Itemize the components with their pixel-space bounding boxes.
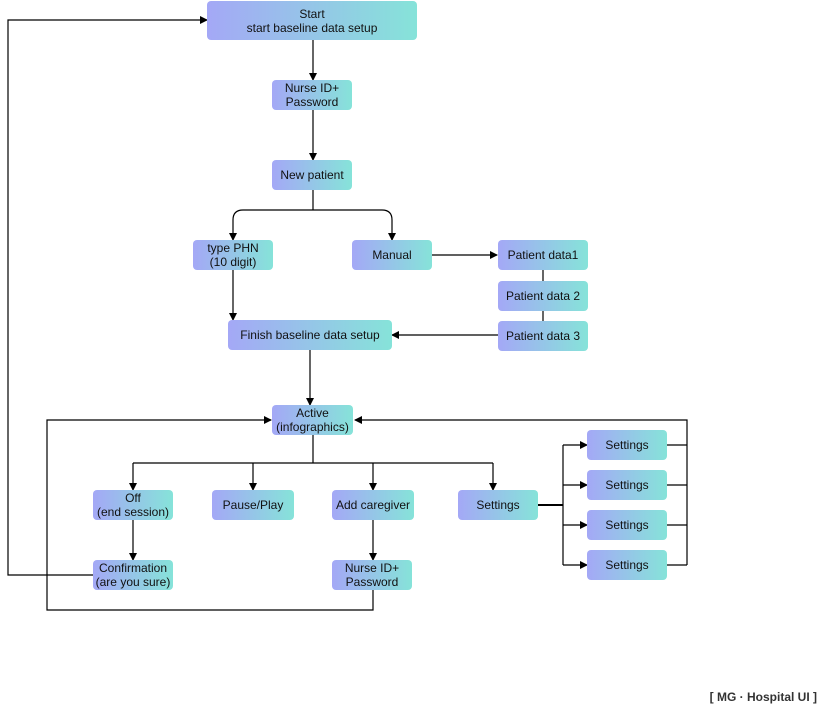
patient-data3-node-label: Patient data 3 [505, 329, 581, 343]
start-node-title: Start [299, 6, 325, 21]
patient-data1-node-label: Patient data1 [507, 248, 579, 262]
add-caregiver-node-label: Add caregiver [335, 498, 411, 512]
add-caregiver-node[interactable]: Add caregiver [332, 490, 414, 520]
connector-login2-to-active [46, 416, 374, 611]
settings-sub-node-4[interactable]: Settings [587, 550, 667, 580]
patient-data3-node[interactable]: Patient data 3 [498, 321, 588, 351]
settings-main-node[interactable]: Settings [458, 490, 538, 520]
manual-node[interactable]: Manual [352, 240, 432, 270]
settings-sub-node-4-label: Settings [605, 558, 649, 572]
patient-data2-node-label: Patient data 2 [505, 289, 581, 303]
connector-confirmation-to-start [7, 16, 208, 576]
settings-sub-node-2-label: Settings [605, 478, 649, 492]
finish-baseline-node[interactable]: Finish baseline data setup [228, 320, 392, 350]
type-phn-node-line1: type PHN [207, 241, 259, 255]
watermark-label: [ MG · Hospital UI ] [709, 690, 817, 704]
start-node[interactable]: Start start baseline data setup [207, 1, 417, 40]
settings-main-node-label: Settings [476, 498, 520, 512]
patient-data1-node[interactable]: Patient data1 [498, 240, 588, 270]
patient-data2-node[interactable]: Patient data 2 [498, 281, 588, 311]
active-node-line2: (infographics) [276, 420, 349, 434]
pause-play-node[interactable]: Pause/Play [212, 490, 294, 520]
off-node[interactable]: Off (end session) [93, 490, 173, 520]
active-node[interactable]: Active (infographics) [272, 405, 353, 435]
nurse-login-node-line1: Nurse ID+ [284, 81, 340, 95]
nurse-login-node-line2: Password [285, 95, 339, 109]
finish-baseline-node-label: Finish baseline data setup [240, 328, 380, 342]
start-node-subtitle: start baseline data setup [246, 20, 378, 35]
connector-to-type-phn [229, 209, 313, 241]
confirmation-node-line2: (are you sure) [95, 575, 171, 589]
off-node-line2: (end session) [96, 505, 170, 519]
new-patient-node-label: New patient [280, 168, 344, 182]
connector-to-manual [313, 209, 396, 241]
manual-node-label: Manual [372, 248, 412, 262]
settings-sub-node-3[interactable]: Settings [587, 510, 667, 540]
settings-sub-node-2[interactable]: Settings [587, 470, 667, 500]
type-phn-node-line2: (10 digit) [209, 255, 257, 269]
caregiver-login-node-line2: Password [345, 575, 399, 589]
settings-sub-node-1[interactable]: Settings [587, 430, 667, 460]
off-node-line1: Off [125, 491, 141, 505]
settings-sub-node-1-label: Settings [605, 438, 649, 452]
connector-settings-to-active [354, 416, 688, 565]
caregiver-login-node-line1: Nurse ID+ [344, 561, 400, 575]
new-patient-node[interactable]: New patient [272, 160, 352, 190]
settings-sub-node-3-label: Settings [605, 518, 649, 532]
active-node-line1: Active [296, 406, 329, 420]
type-phn-node[interactable]: type PHN (10 digit) [193, 240, 273, 270]
caregiver-login-node[interactable]: Nurse ID+ Password [332, 560, 412, 590]
confirmation-node-line1: Confirmation [98, 561, 168, 575]
pause-play-node-label: Pause/Play [222, 498, 284, 512]
confirmation-node[interactable]: Confirmation (are you sure) [93, 560, 173, 590]
nurse-login-node[interactable]: Nurse ID+ Password [272, 80, 352, 110]
